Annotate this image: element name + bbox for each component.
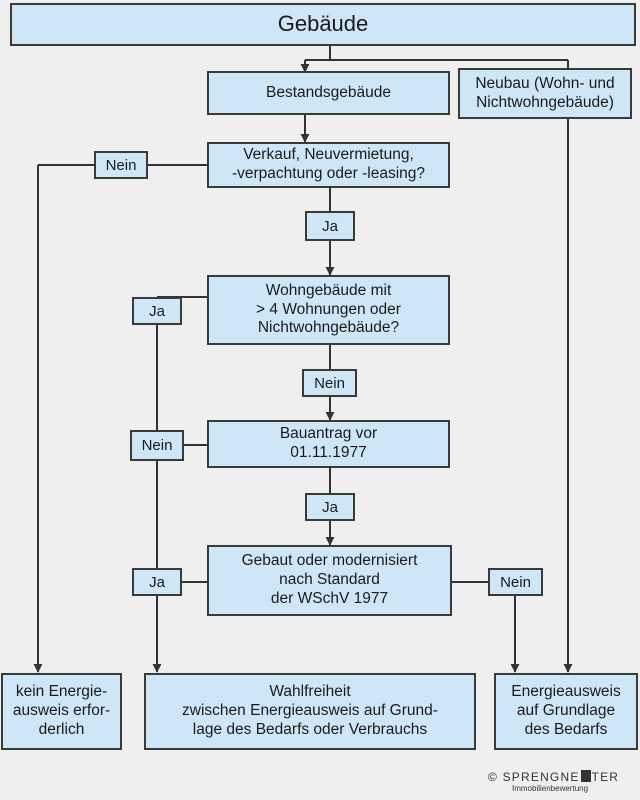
node-bauantrag-question: Bauantrag vor 01.11.1977: [207, 420, 450, 468]
node-wahlfreiheit: Wahlfreiheit zwischen Energieausweis auf…: [144, 673, 476, 750]
node-kein-energieausweis: kein Energie- ausweis erfor- derlich: [1, 673, 122, 750]
brand-name-right: TER: [591, 770, 620, 784]
label-nein-bauantrag: Nein: [130, 430, 184, 461]
copyright-symbol: ©: [488, 770, 499, 784]
node-gebaut-question: Gebaut oder modernisiert nach Standard d…: [207, 545, 452, 616]
node-verkauf-question: Verkauf, Neuvermietung, -verpachtung ode…: [207, 142, 450, 188]
label-ja-bauantrag: Ja: [305, 493, 355, 521]
node-neubau: Neubau (Wohn- und Nichtwohngebäude): [458, 68, 632, 119]
node-wohngebaeude-question: Wohngebäude mit > 4 Wohnungen oder Nicht…: [207, 275, 450, 345]
brand-logo: © SPRENGNE TER Immobilienbewertung: [488, 770, 638, 793]
label-ja-wohngebaeude: Ja: [132, 297, 182, 325]
label-nein-verkauf: Nein: [94, 151, 148, 179]
door-icon: [580, 770, 591, 782]
node-bestandsgebaeude: Bestandsgebäude: [207, 71, 450, 115]
brand-tagline: Immobilienbewertung: [512, 784, 589, 793]
node-gebaeude: Gebäude: [10, 3, 636, 46]
label-nein-wohngebaeude: Nein: [302, 369, 357, 397]
brand-name-left: SPRENGNE: [502, 770, 580, 784]
label-nein-gebaut: Nein: [488, 568, 543, 596]
node-energieausweis-bedarf: Energieausweis auf Grundlage des Bedarfs: [494, 673, 638, 750]
label-ja-gebaut: Ja: [132, 568, 182, 596]
label-ja-verkauf: Ja: [305, 211, 355, 241]
